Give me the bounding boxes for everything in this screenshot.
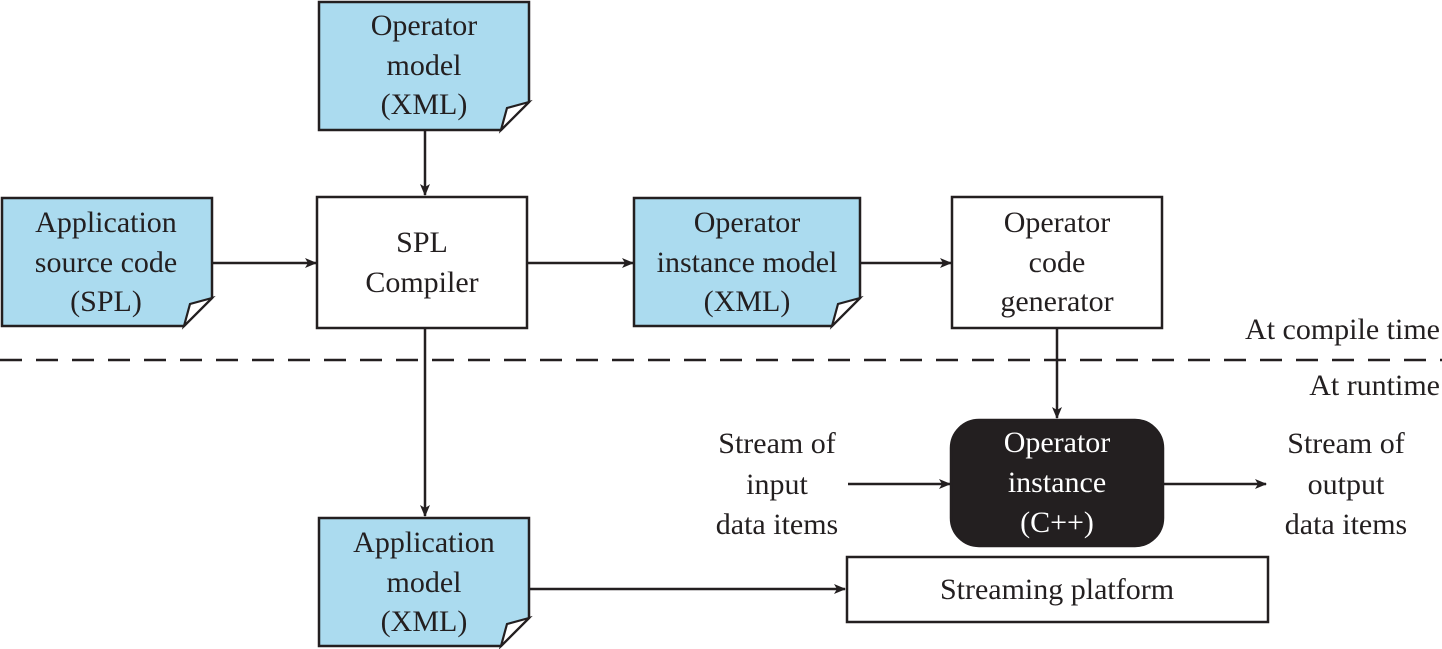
node-label-line: (SPL) (70, 285, 142, 318)
process-box (315, 195, 529, 330)
node-label-line: Operator (371, 9, 478, 42)
node-label-line: Streaming platform (940, 573, 1174, 606)
node-label-line: Compiler (365, 266, 478, 299)
runtime-label: At runtime (1309, 369, 1440, 402)
label-line: output (1308, 468, 1385, 501)
input-stream-label: Stream of input data items (716, 427, 838, 541)
edges (213, 131, 1267, 594)
runtime-box (949, 418, 1165, 548)
node-application-model: Application model (XML) (317, 516, 533, 649)
node-application-source: Application source code (SPL) (0, 196, 216, 330)
node-label-line: SPL (396, 226, 448, 259)
node-label-line: model (387, 566, 462, 599)
node-label-line: (XML) (381, 88, 468, 121)
node-label-line: model (387, 49, 462, 82)
node-label-line: Operator (694, 206, 801, 239)
node-label-line: instance model (657, 246, 838, 279)
node-label-line: generator (1000, 285, 1113, 318)
compile-time-label: At compile time (1245, 313, 1440, 346)
node-label-line: Application (353, 526, 495, 559)
node-operator-model: Operator model (XML) (317, 0, 533, 134)
node-label-line: instance (1008, 466, 1106, 499)
node-label-line: source code (35, 246, 177, 279)
node-spl-compiler: SPL Compiler (315, 195, 529, 330)
process-box (950, 195, 1164, 330)
label-line: input (746, 468, 808, 501)
node-operator-instance-model: Operator instance model (XML) (632, 196, 864, 330)
node-label-line: Operator (1004, 426, 1111, 459)
label-line: data items (716, 508, 838, 541)
page-fold-icon (829, 295, 864, 330)
label-line: Stream of (718, 427, 835, 460)
label-line: Stream of (1287, 427, 1404, 460)
node-label-line: (XML) (704, 285, 791, 318)
node-label-line: (XML) (381, 605, 468, 638)
page-fold-icon (498, 99, 533, 134)
node-label-line: Operator (1004, 206, 1111, 239)
page-fold-icon (181, 295, 216, 330)
node-operator-code-generator: Operator code generator (950, 195, 1164, 330)
output-stream-label: Stream of output data items (1285, 427, 1407, 541)
node-label-line: (C++) (1020, 506, 1094, 539)
page-fold-icon (499, 615, 533, 649)
node-label-line: Application (35, 206, 177, 239)
process-box (845, 555, 1270, 624)
node-label-line: code (1029, 246, 1086, 279)
label-line: data items (1285, 508, 1407, 541)
node-operator-instance: Operator instance (C++) (949, 418, 1165, 548)
node-streaming-platform: Streaming platform (845, 555, 1270, 624)
